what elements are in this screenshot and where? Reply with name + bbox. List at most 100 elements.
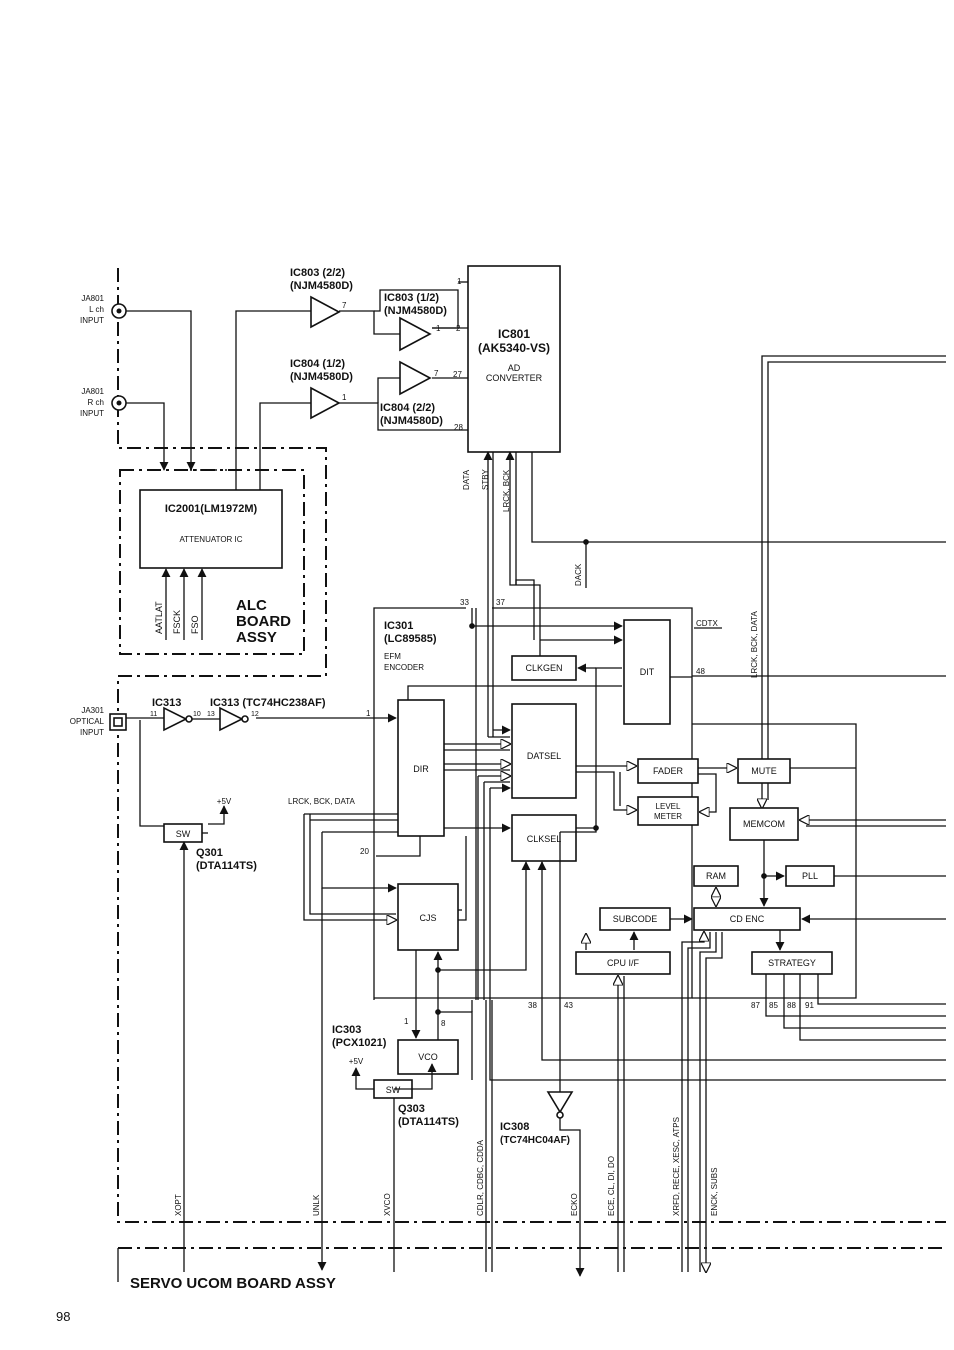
cdtx-signal-label: CDTX <box>696 619 718 628</box>
vco-label: VCO <box>418 1052 438 1062</box>
pin-37: 37 <box>496 598 505 607</box>
opamp-ic803-1 <box>399 316 432 352</box>
ece-signal-label: ECE, CL, DI, DO <box>607 1156 616 1216</box>
jack-ja301 <box>109 713 127 731</box>
pin-48: 48 <box>696 667 705 676</box>
pin-12: 12 <box>251 711 259 718</box>
cdlr-signal-label: CDLR, CDBC, CDDA <box>476 1139 485 1216</box>
ic303-part: (PCX1021) <box>332 1037 387 1049</box>
xopt-signal-label: XOPT <box>174 1194 183 1216</box>
ic303-name: IC303 <box>332 1024 361 1036</box>
pin-91: 91 <box>805 1001 814 1010</box>
opamp-ic803-2 <box>310 295 341 329</box>
level-meter-block <box>637 796 699 826</box>
alc-label-1: ALC <box>236 597 267 614</box>
pin-20: 20 <box>360 847 369 856</box>
sw2-label: SW <box>386 1085 401 1095</box>
ic313b-label: IC313 (TC74HC238AF) <box>210 697 326 709</box>
pin-8: 8 <box>441 1019 446 1028</box>
clkgen-block <box>511 655 577 681</box>
mute-block <box>737 758 791 784</box>
cpu-if-label: CPU I/F <box>607 958 640 968</box>
data-signal-label: DATA <box>462 469 471 490</box>
pin-10: 10 <box>193 711 201 718</box>
ic301-part: (LC89585) <box>384 633 437 645</box>
ic801-adc-block <box>467 265 561 453</box>
ic804-1-label: IC804 (1/2) <box>290 358 345 370</box>
fader-block <box>637 758 699 784</box>
ja801-r-label-2: R ch <box>88 398 104 407</box>
clksel-block <box>511 814 577 862</box>
ic301-outline-right <box>692 723 857 999</box>
pin-38: 38 <box>528 1001 537 1010</box>
xrfd-signal-label: XRFD, RECE, XESC, ATPS <box>672 1117 681 1216</box>
ic803-1-part: (NJM4580D) <box>384 305 447 317</box>
ja801-l-label-1: JA801 <box>81 294 104 303</box>
ja301-label-1: JA301 <box>81 706 104 715</box>
ic2001-name: IC2001(LM1972M) <box>165 503 258 515</box>
ja801-r-label-3: INPUT <box>80 409 104 418</box>
ram-block <box>693 865 739 887</box>
cpu-if-block <box>575 951 671 975</box>
enck-signal-label: ENCK, SUBS <box>710 1168 719 1216</box>
jack-ja801-l <box>111 303 127 319</box>
ic313a-label: IC313 <box>152 697 181 709</box>
ic801-part: (AK5340-VS) <box>478 341 550 355</box>
ic803-2-part: (NJM4580D) <box>290 280 353 292</box>
subcode-label: SUBCODE <box>613 914 658 924</box>
alc-label-3: ASSY <box>236 629 277 646</box>
q301-name: Q301 <box>196 847 223 859</box>
ja801-r-label-1: JA801 <box>81 387 104 396</box>
inverter-ic313-a <box>163 706 193 732</box>
datsel-block <box>511 703 577 799</box>
level-meter-label-1: LEVEL <box>656 802 681 811</box>
ic2001-desc: ATTENUATOR IC <box>179 535 242 544</box>
ic301-desc-2: ENCODER <box>384 663 424 672</box>
lrck-bck-data-h-label: LRCK, BCK, DATA <box>288 797 355 806</box>
ic301-wires <box>126 608 946 1092</box>
memcom-label: MEMCOM <box>743 819 785 829</box>
ja301-label-2: OPTICAL <box>70 717 105 726</box>
cd-enc-block <box>693 907 801 931</box>
ic308-part: (TC74HC04AF) <box>500 1135 570 1146</box>
opamp-ic804-1 <box>310 386 341 420</box>
inverter-ic308 <box>546 1091 574 1119</box>
pin-1-ic803: 1 <box>436 324 441 333</box>
ic301-name: IC301 <box>384 620 413 632</box>
pin-1-vco: 1 <box>404 1017 409 1026</box>
inverter-ic313-b <box>192 706 249 732</box>
supply-5v-1: +5V <box>217 797 232 806</box>
ic801-name: IC801 <box>498 327 530 341</box>
ic2001-attenuator-block <box>139 489 283 569</box>
servo-board-label: SERVO UCOM BOARD ASSY <box>130 1275 336 1292</box>
fso-label: FSO <box>190 615 200 634</box>
sw1-label: SW <box>176 829 191 839</box>
unlk-signal-label: UNLK <box>312 1194 321 1216</box>
pin-13: 13 <box>207 711 215 718</box>
q301-part: (DTA114TS) <box>196 860 257 872</box>
ic803-1-label: IC803 (1/2) <box>384 292 439 304</box>
dir-label: DIR <box>413 764 429 774</box>
pin-1-dir: 1 <box>366 709 371 718</box>
ja801-l-label-2: L ch <box>89 305 104 314</box>
ic2001-input-arrows <box>161 568 207 640</box>
ic804-2-part: (NJM4580D) <box>380 415 443 427</box>
mute-label: MUTE <box>751 766 777 776</box>
ja801-l-label-3: INPUT <box>80 316 104 325</box>
pin-1-ic801: 1 <box>457 277 462 286</box>
ic801-desc-2: CONVERTER <box>486 373 543 383</box>
ecko-signal-label: ECKO <box>570 1193 579 1216</box>
fader-label: FADER <box>653 766 684 776</box>
ic804-1-part: (NJM4580D) <box>290 371 353 383</box>
ic308-name: IC308 <box>500 1121 529 1133</box>
pll-label: PLL <box>802 871 818 881</box>
analog-wires <box>126 281 468 490</box>
dit-block <box>623 619 671 725</box>
ja301-label-3: INPUT <box>80 728 104 737</box>
pin-28: 28 <box>454 423 463 432</box>
strategy-block <box>751 951 833 975</box>
ram-label: RAM <box>706 871 726 881</box>
pin-87: 87 <box>751 1001 760 1010</box>
stby-signal-label: STBY <box>481 468 490 490</box>
